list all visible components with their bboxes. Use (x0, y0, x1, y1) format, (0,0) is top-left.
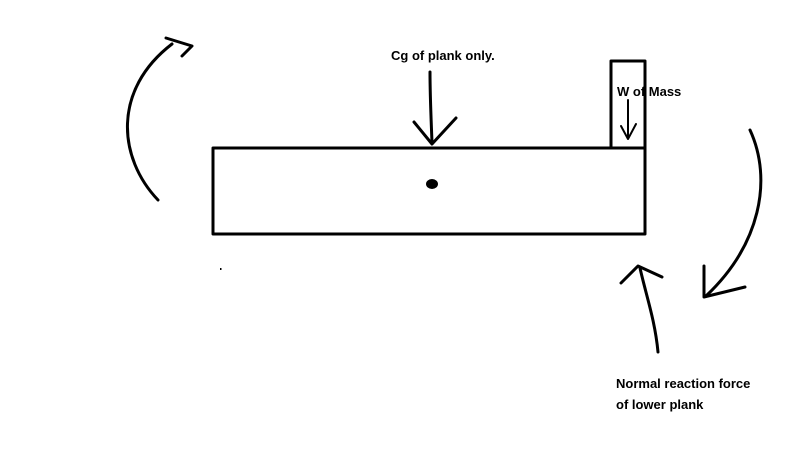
mass-block (609, 59, 647, 150)
cg-arrow (412, 70, 458, 146)
right-rotation-arrow (702, 128, 763, 299)
normal-label-line2: of lower plank (616, 397, 704, 412)
weight-arrow (620, 99, 637, 140)
stray-mark (220, 268, 222, 270)
normal-reaction-arrow (619, 264, 664, 354)
left-rotation-arrow (125, 36, 194, 202)
cg-dot (426, 179, 438, 189)
normal-label-line1: Normal reaction force (616, 376, 750, 391)
plank (211, 146, 647, 236)
weight-label: W of Mass (617, 84, 681, 99)
cg-label: Cg of plank only. (391, 48, 495, 63)
